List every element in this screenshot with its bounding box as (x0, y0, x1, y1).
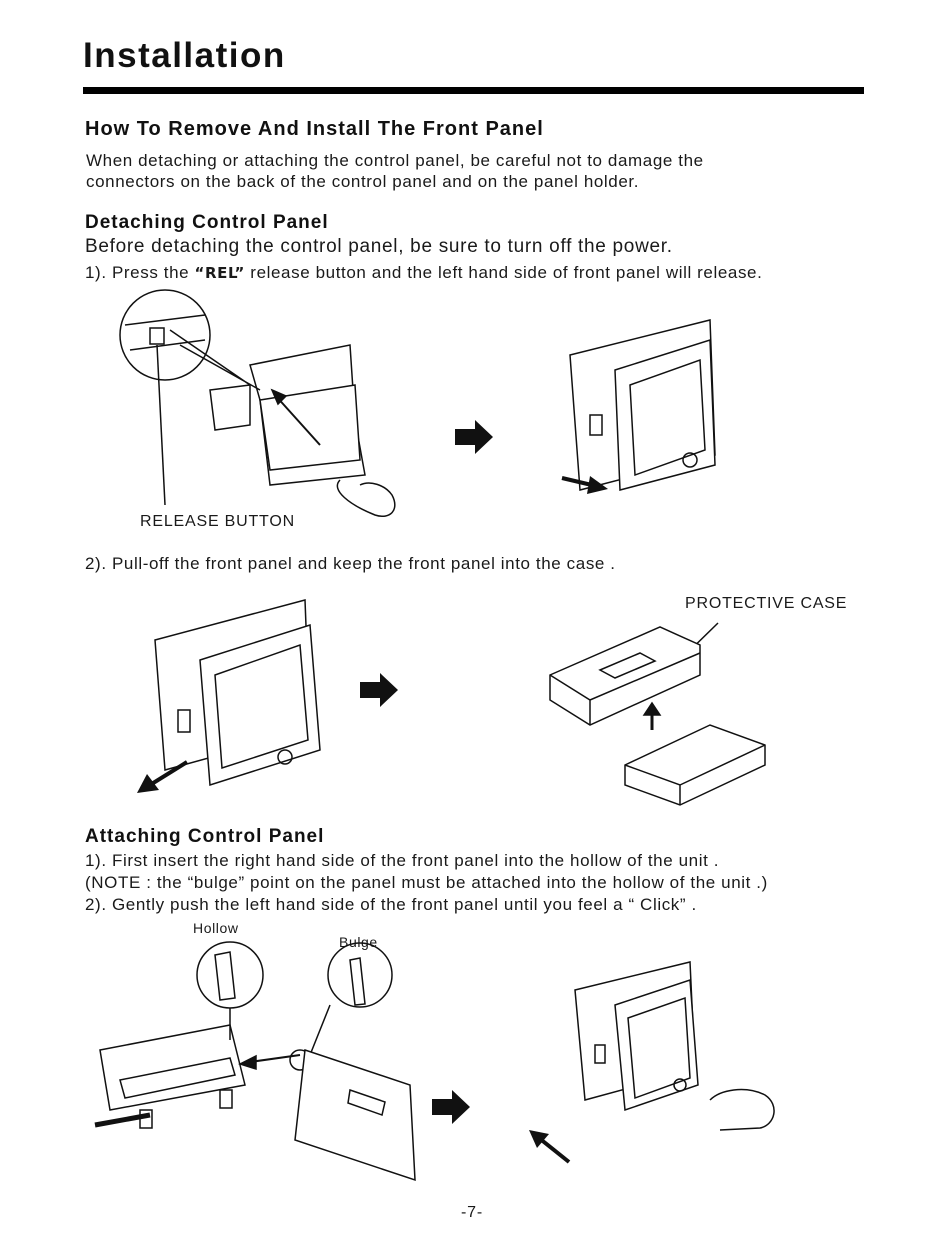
intro-line-2: connectors on the back of the control pa… (86, 172, 640, 191)
next-step-arrow-icon (360, 673, 398, 707)
release-button-label: RELEASE BUTTON (140, 513, 295, 530)
protective-case-label: PROTECTIVE CASE (685, 595, 848, 612)
detaching-step-2: 2). Pull-off the front panel and keep th… (85, 554, 616, 573)
release-direction-arrow (275, 395, 320, 445)
release-button-closeup (150, 328, 164, 344)
next-step-arrow-icon (455, 420, 493, 454)
panel-screen (628, 998, 690, 1098)
panel-edges (625, 745, 765, 805)
bulge-label: Bulge (339, 934, 378, 950)
bulge-closeup (350, 958, 365, 1005)
pointing-hand (337, 480, 394, 516)
attaching-step-1: 1). First insert the right hand side of … (85, 851, 720, 870)
detaching-warning: Before detaching the control panel, be s… (85, 236, 673, 257)
hollow-label: Hollow (193, 920, 239, 936)
insert-arrowhead (240, 1056, 256, 1069)
release-button-illustration (110, 290, 410, 530)
title-rule (83, 87, 864, 94)
panel-screen (215, 645, 308, 768)
head-unit-body (100, 1025, 245, 1110)
head-unit-faceplate-holder (120, 1058, 235, 1098)
detached-front-panel (625, 725, 765, 805)
protective-case-illustration (540, 615, 770, 805)
insert-direction-arrow (250, 1055, 300, 1062)
bulge-zoom-circle (328, 943, 392, 1007)
panel-attached-illustration (570, 960, 780, 1150)
panel-screen (630, 360, 705, 475)
push-direction-arrow-icon (529, 1130, 573, 1164)
step1-prefix: 1). Press the (85, 263, 195, 282)
pull-off-arrow-icon (137, 760, 190, 793)
insert-arrowhead (644, 703, 660, 715)
head-unit-chassis (210, 385, 250, 430)
protective-case-lid (550, 627, 700, 725)
pull-direction-arrow-icon (560, 476, 608, 494)
unit-slot (595, 1045, 605, 1063)
release-arrowhead (272, 390, 286, 404)
volume-knob (278, 750, 292, 764)
section-heading-remove-install: How To Remove And Install The Front Pane… (85, 118, 544, 140)
rel-button-name: “REL” (194, 264, 245, 282)
case-edges (550, 653, 700, 725)
detaching-step-1: 1). Press the “REL” release button and t… (85, 262, 762, 284)
panel-connector (348, 1090, 385, 1115)
unit-slot (178, 710, 190, 732)
unit-slot (590, 415, 602, 435)
intro-line-1: When detaching or attaching the control … (86, 151, 704, 170)
pushing-hand (710, 1090, 774, 1130)
detaching-heading: Detaching Control Panel (85, 212, 329, 233)
bulge-leader-line (310, 1005, 330, 1055)
release-button-zoom-circle (120, 290, 210, 380)
attaching-note: (NOTE : the “bulge” point on the panel m… (85, 873, 768, 892)
page-title: Installation (83, 36, 286, 75)
page-number: -7- (461, 1204, 483, 1221)
front-panel (200, 625, 320, 785)
attach-panel-illustration (90, 940, 430, 1180)
volume-knob (674, 1079, 686, 1091)
attaching-step-2: 2). Gently push the left hand side of th… (85, 895, 697, 914)
case-window (600, 653, 655, 678)
release-button-leader-line (157, 345, 165, 505)
front-panel-back (295, 1050, 415, 1180)
volume-knob (683, 453, 697, 467)
attaching-heading: Attaching Control Panel (85, 826, 325, 847)
panel-released-illustration (560, 315, 730, 495)
zoom-projection-lines (125, 315, 260, 390)
step1-suffix: release button and the left hand side of… (244, 263, 763, 282)
front-panel (615, 980, 698, 1110)
unit-cable (95, 1115, 150, 1125)
pull-off-panel-illustration (150, 600, 330, 790)
unit-slot-right (220, 1090, 232, 1108)
next-step-arrow-icon (432, 1090, 470, 1124)
hollow-closeup (215, 952, 235, 1000)
